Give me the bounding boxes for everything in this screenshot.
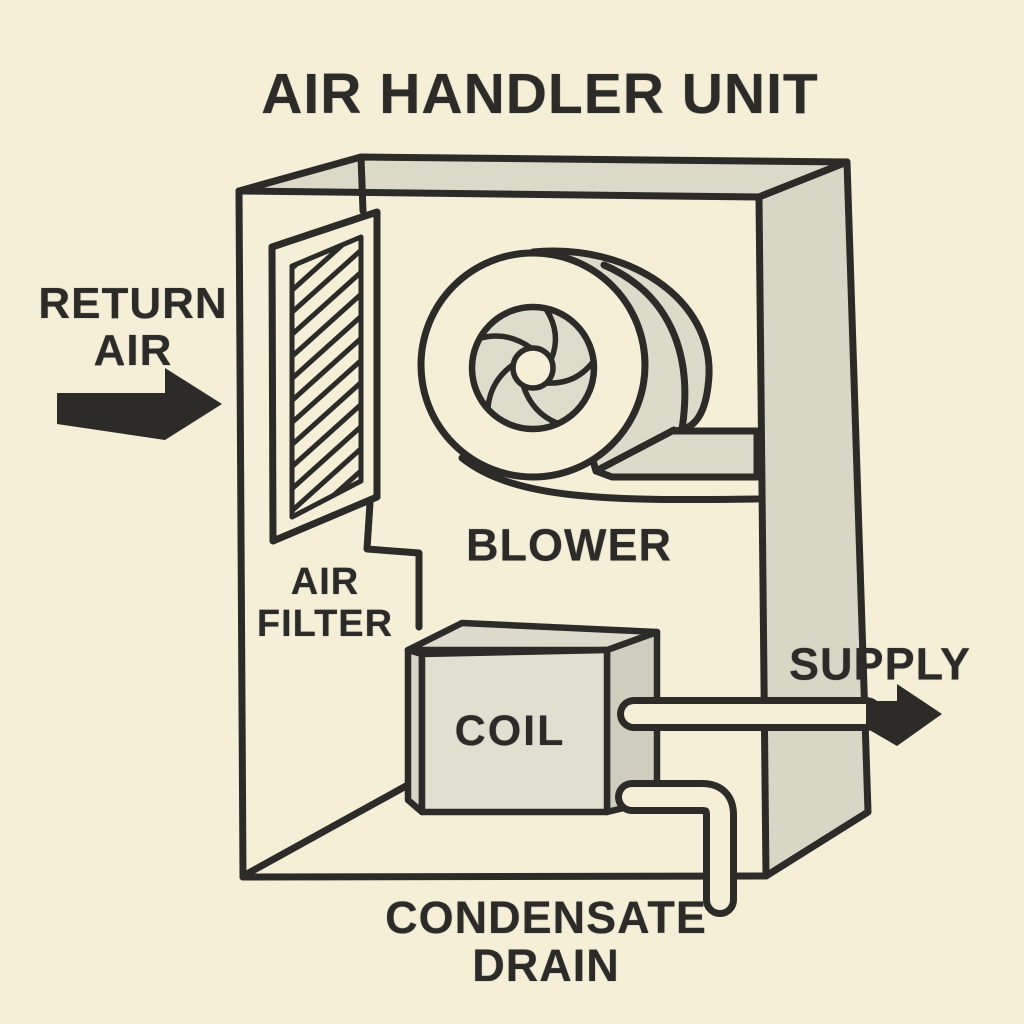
return-air-label-line1: RETURN: [38, 279, 228, 328]
blower-housing-tail: [458, 454, 761, 504]
condensate-drain-label-line1: CONDENSATE: [385, 892, 707, 943]
supply-arrow-icon: [866, 684, 942, 746]
fan-blade: [485, 361, 517, 411]
coil-label: COIL: [454, 706, 566, 755]
air-filter-label: AIR FILTER: [257, 561, 393, 645]
fan-wheel-icon: [468, 303, 598, 433]
fan-blade: [478, 333, 534, 351]
page-title: AIR HANDLER UNIT: [261, 62, 819, 127]
fan-hub: [510, 345, 556, 391]
fan-blade: [543, 306, 559, 363]
supply-label: SUPPLY: [789, 638, 971, 690]
return-air-arrow-icon: [57, 368, 222, 440]
condensate-drain-label-line2: DRAIN: [472, 940, 620, 991]
fan-blade: [520, 382, 560, 426]
filter-hanger-line: [357, 153, 367, 215]
air-filter-label-line2: FILTER: [256, 603, 394, 645]
cabinet-bottom-edge: [239, 872, 770, 881]
return-air-label-line2: AIR: [93, 326, 173, 375]
fan-blade: [543, 359, 596, 386]
coil-top-face: [404, 619, 661, 654]
return-air-label: RETURN AIR: [38, 280, 227, 374]
cabinet-right-wall: [755, 158, 872, 880]
cabinet-top-face: [235, 153, 851, 201]
blower-back-rim-line: [600, 261, 689, 433]
condensate-drain-label: CONDENSATE DRAIN: [385, 894, 707, 990]
interior-partition-step: [363, 499, 423, 631]
air-filter-panel: [268, 208, 381, 545]
condensate-drain-pipe: [615, 780, 737, 917]
blower-label: BLOWER: [466, 519, 672, 571]
coil-front-face: [418, 646, 611, 816]
cabinet-left-edge: [235, 187, 247, 881]
cabinet-floor-line: [241, 782, 410, 879]
blower-outlet-diagonal: [592, 426, 678, 475]
air-filter-label-line1: AIR: [290, 561, 360, 603]
